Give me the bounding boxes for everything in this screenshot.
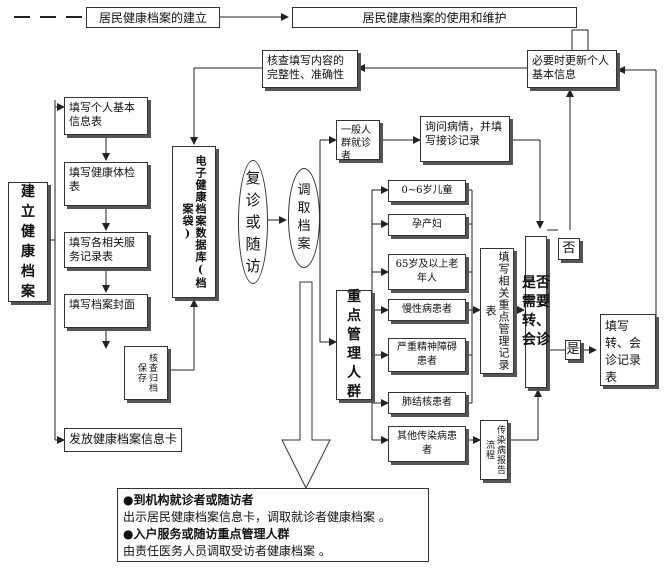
group-chronic: 慢性病患者 (388, 299, 466, 321)
establish-main: 建立健康档案 (8, 182, 48, 302)
group-mental: 严重精神障碍患者 (388, 338, 466, 372)
note-visit-title: ●到机构就诊者或随访者 (123, 493, 254, 507)
group-children: 0~6岁儿童 (388, 180, 466, 202)
update-basic-info: 必要时更新个人基本信息 (527, 50, 617, 88)
header-establish: 居民健康档案的建立 (86, 7, 220, 28)
group-tb: 肺结核患者 (388, 392, 466, 414)
step-service-records: 填写各相关服务记录表 (64, 232, 148, 268)
general-population: 一般人群就诊者 (336, 120, 380, 162)
notes-box: ●到机构就诊者或随访者 出示居民健康档案信息卡，调取就诊者健康档案 。 ●入户服… (117, 488, 429, 562)
archive-box: 核查归档保存 (124, 346, 168, 400)
ehr-database: 电子健康档案数据库(档案袋) (172, 146, 216, 298)
retrieve-oval: 调取档案 (288, 168, 320, 268)
check-completeness: 核查填写内容的完整性、准确性 (262, 50, 358, 88)
card-issue: 发放健康档案信息卡 (64, 428, 182, 452)
revisit-oval: 复诊或随访 (238, 160, 268, 284)
decision-no: 否 (558, 238, 580, 260)
header-use: 居民健康档案的使用和维护 (292, 7, 577, 28)
inquiry-record: 询问病情，并填写接诊记录 (420, 116, 510, 162)
referral-decision: 是否需要转、会诊 (522, 236, 550, 388)
referral-record: 填写转、会诊记录表 (600, 314, 656, 386)
fill-key-records: 填写相关重点管理记录表 (480, 248, 514, 374)
note-home-text: 由责任医务人员调取受访者健康档案 。 (123, 544, 331, 558)
note-visit-text: 出示居民健康档案信息卡，调取就诊者健康档案 。 (123, 510, 391, 524)
step-basic-info: 填写个人基本信息表 (64, 97, 148, 135)
decision-yes: 是 (565, 340, 581, 360)
key-management-group: 重点管理人群 (336, 289, 372, 400)
step-health-exam: 填写健康体检表 (64, 162, 148, 206)
infectious-report: 传染病报告流程 (480, 420, 508, 480)
group-infectious: 其他传染病患者 (388, 426, 466, 462)
group-elderly: 65岁及以上老年人 (388, 254, 466, 290)
note-home-title: ●入户服务或随访重点管理人群 (123, 527, 290, 541)
group-maternal: 孕产妇 (388, 214, 466, 236)
step-cover: 填写档案封面 (64, 294, 148, 328)
